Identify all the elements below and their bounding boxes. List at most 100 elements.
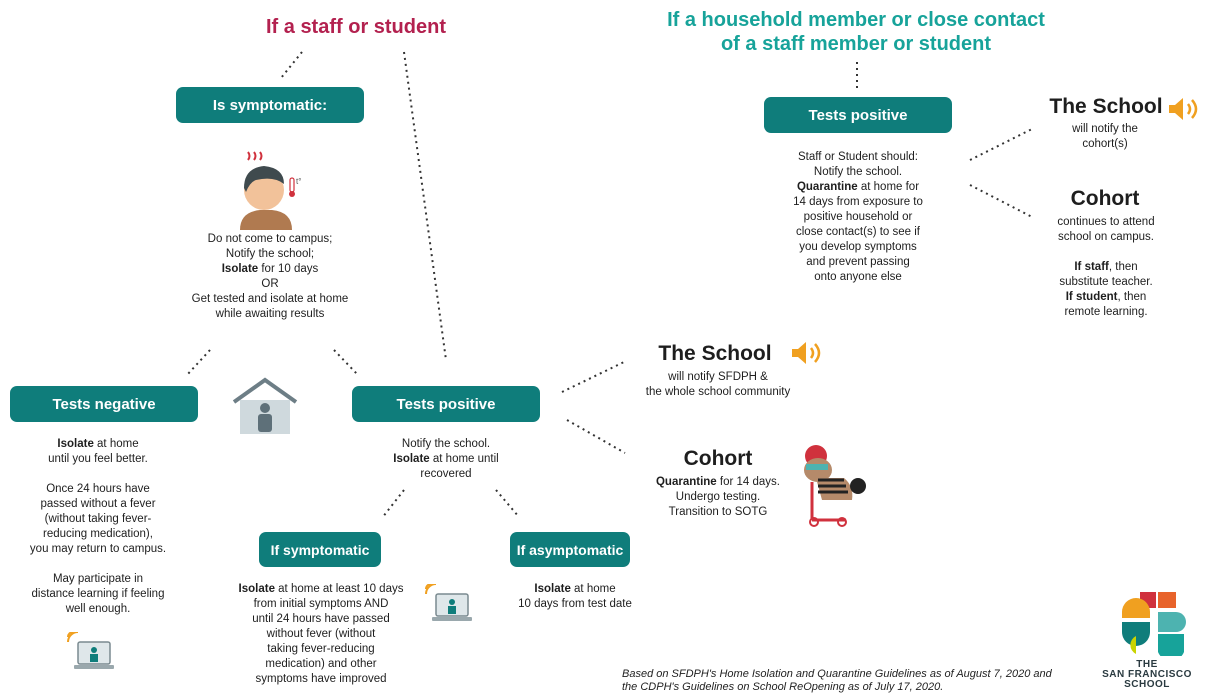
school-notify-cohorts-text: will notify the cohort(s) bbox=[1040, 122, 1170, 152]
emphasis: Isolate bbox=[221, 263, 259, 275]
text-line: 14 days from exposure to bbox=[793, 196, 923, 208]
negative-instructions: Isolate at home until you feel better. O… bbox=[10, 437, 186, 617]
emphasis: Isolate bbox=[238, 583, 275, 595]
text-line: Once 24 hours have bbox=[46, 483, 150, 495]
if-asymptomatic-instructions: Isolate at home 10 days from test date bbox=[500, 582, 650, 612]
text-line: passed without a fever bbox=[40, 498, 156, 510]
text-line: Get tested and isolate at home bbox=[191, 293, 349, 305]
if-symptomatic-pill: If symptomatic bbox=[259, 532, 381, 567]
text-line: If staff, then bbox=[1036, 260, 1176, 275]
footnote-line: Based on SFDPH's Home Isolation and Quar… bbox=[622, 668, 1052, 680]
text-line: until 24 hours have passed bbox=[252, 613, 390, 625]
text-line: Quarantine at home for bbox=[768, 180, 948, 195]
tests-negative-pill: Tests negative bbox=[10, 386, 198, 422]
emphasis: Isolate bbox=[393, 453, 430, 465]
school-logo-text: THE SAN FRANCISCO SCHOOL bbox=[1092, 660, 1202, 690]
sick-person-icon: t° bbox=[240, 151, 301, 230]
if-asymptomatic-pill: If asymptomatic bbox=[510, 532, 630, 567]
left-section-title: If a staff or student bbox=[265, 16, 446, 38]
symptomatic-instructions: Do not come to campus; Notify the school… bbox=[170, 232, 370, 322]
text-line: until you feel better. bbox=[48, 453, 148, 465]
connector bbox=[280, 51, 303, 79]
text-span: for 10 days bbox=[258, 263, 319, 275]
emphasis: Isolate bbox=[534, 583, 571, 595]
text-span: at home at least 10 days bbox=[274, 583, 404, 595]
text-line: medication) and other bbox=[265, 658, 377, 670]
text-line: and prevent passing bbox=[806, 256, 910, 268]
text-line: you may return to campus. bbox=[29, 543, 167, 555]
text-line: Notify the school; bbox=[225, 248, 315, 260]
footnote: Based on SFDPH's Home Isolation and Quar… bbox=[622, 668, 1082, 694]
text-span: for 14 days. bbox=[716, 476, 780, 488]
text-line: recovered bbox=[420, 468, 472, 480]
logo-line: THE bbox=[1136, 659, 1158, 670]
school-heading: The School bbox=[658, 342, 772, 365]
laptop-wifi-icon bbox=[425, 584, 472, 621]
positive-instructions: Notify the school. Isolate at home until… bbox=[360, 437, 532, 482]
text-line: while awaiting results bbox=[215, 308, 325, 320]
scooter-dog-icon bbox=[804, 445, 866, 527]
text-span: at home bbox=[93, 438, 139, 450]
text-line: the whole school community bbox=[645, 386, 791, 398]
text-line: If student, then bbox=[1036, 290, 1176, 305]
school-notify-text: will notify SFDPH & the whole school com… bbox=[620, 370, 816, 400]
text-line: Quarantine for 14 days. bbox=[640, 475, 796, 490]
text-line: taking fever-reducing bbox=[267, 643, 375, 655]
logo-line: SCHOOL bbox=[1124, 679, 1170, 690]
emphasis: Isolate bbox=[57, 438, 94, 450]
connector bbox=[495, 489, 520, 518]
cohort-heading: Cohort bbox=[1070, 187, 1140, 210]
is-symptomatic-pill: Is symptomatic: bbox=[176, 87, 364, 123]
text-line: Do not come to campus; bbox=[207, 233, 333, 245]
connector bbox=[561, 361, 625, 393]
text-line: from initial symptoms AND bbox=[253, 598, 389, 610]
text-span: , then bbox=[1108, 261, 1138, 273]
cohort-right-instructions: continues to attend school on campus. If… bbox=[1036, 215, 1176, 320]
text-line: continues to attend bbox=[1057, 216, 1155, 228]
connector bbox=[186, 349, 211, 376]
if-symptomatic-instructions: Isolate at home at least 10 days from in… bbox=[232, 582, 410, 687]
text-span: , then bbox=[1117, 291, 1147, 303]
text-line: close contact(s) to see if bbox=[796, 226, 920, 238]
text-line: Notify the school. bbox=[401, 438, 491, 450]
school-heading: The School bbox=[1049, 95, 1163, 118]
text-line: onto anyone else bbox=[814, 271, 902, 283]
text-line: distance learning if feeling bbox=[31, 588, 165, 600]
text-span: at home until bbox=[429, 453, 499, 465]
cohort-instructions: Quarantine for 14 days. Undergo testing.… bbox=[640, 475, 796, 520]
text-line: (without taking fever- bbox=[44, 513, 152, 525]
text-line: Isolate at home bbox=[500, 582, 650, 597]
text-line: Notify the school. bbox=[813, 166, 903, 178]
text-line: substitute teacher. bbox=[1059, 276, 1153, 288]
text-line: positive household or bbox=[803, 211, 913, 223]
speaker-icon bbox=[1169, 98, 1198, 120]
text-span: at home for bbox=[857, 181, 920, 193]
text-line: you develop symptoms bbox=[799, 241, 917, 253]
right-title-line: of a staff member or student bbox=[720, 33, 992, 55]
text-line: Staff or Student should: bbox=[798, 151, 918, 163]
household-instructions: Staff or Student should: Notify the scho… bbox=[768, 150, 948, 285]
thermometer-label: t° bbox=[296, 177, 301, 186]
school-logo-icon bbox=[1122, 592, 1186, 656]
emphasis: Quarantine bbox=[655, 476, 717, 488]
right-section-title: If a household member or close contact o… bbox=[620, 8, 1092, 56]
connector bbox=[969, 127, 1035, 161]
spacer bbox=[10, 557, 186, 572]
tests-positive-pill: Tests positive bbox=[352, 386, 540, 422]
household-tests-positive-pill: Tests positive bbox=[764, 97, 952, 133]
spacer bbox=[1036, 245, 1176, 260]
text-line: Isolate at home at least 10 days bbox=[232, 582, 410, 597]
text-line: Isolate at home until bbox=[360, 452, 532, 467]
text-line: well enough. bbox=[65, 603, 131, 615]
text-line: will notify SFDPH & bbox=[668, 371, 768, 383]
emphasis: If staff bbox=[1074, 261, 1109, 273]
house-icon bbox=[232, 377, 298, 434]
text-line: will notify the bbox=[1072, 123, 1138, 135]
logo-line: SAN FRANCISCO bbox=[1102, 669, 1192, 680]
text-line: Transition to SOTG bbox=[668, 506, 768, 518]
text-line: remote learning. bbox=[1064, 306, 1148, 318]
speaker-icon bbox=[792, 342, 821, 364]
text-span: at home bbox=[570, 583, 616, 595]
text-line: symptoms have improved bbox=[255, 673, 387, 685]
